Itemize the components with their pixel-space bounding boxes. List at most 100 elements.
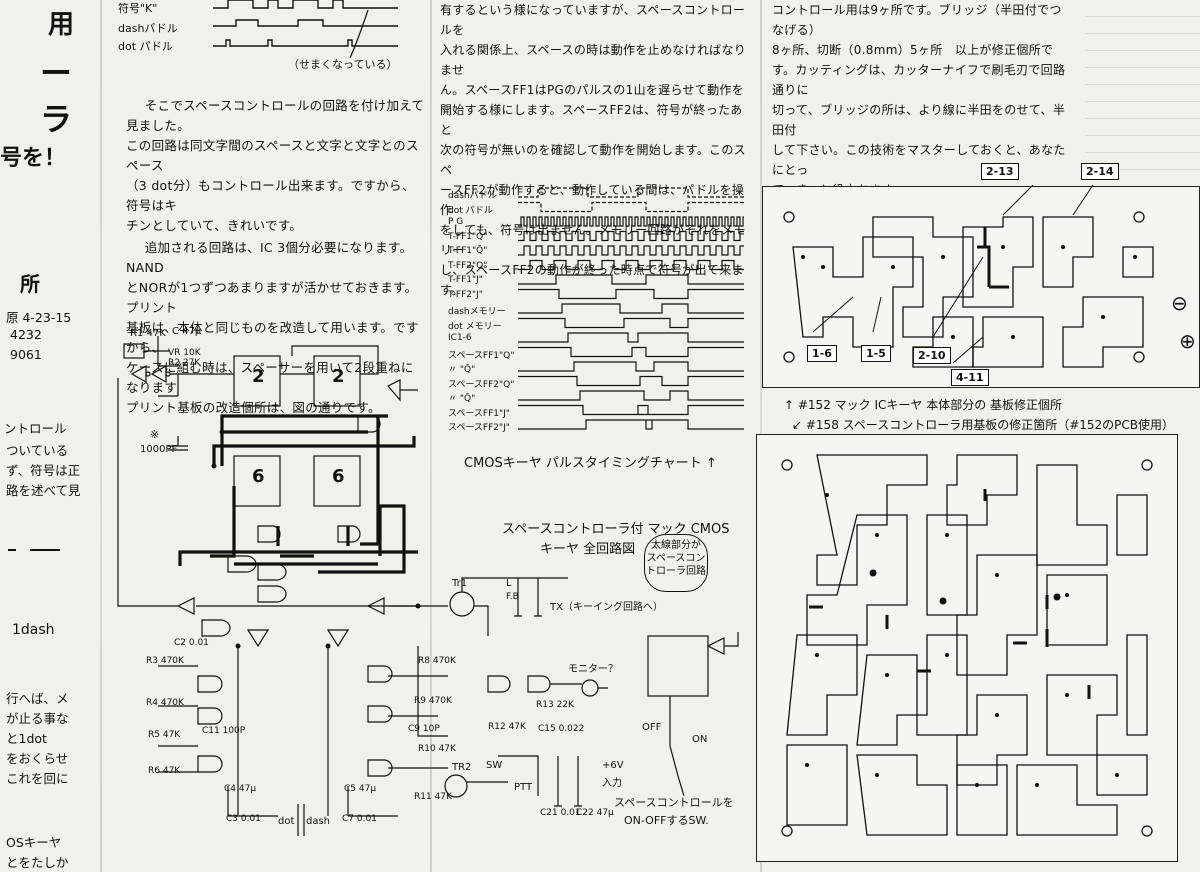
timing-signal-label: dashパドル <box>448 191 497 201</box>
component-label: 1000PF <box>140 444 178 455</box>
timing-row-label: dashパドル <box>118 22 178 35</box>
mod-tag-1-6: 1-6 <box>807 345 837 362</box>
pcb-bottom-traces <box>781 454 1153 837</box>
timing-waveform <box>518 230 744 242</box>
switch-label: ON <box>692 734 708 745</box>
ic-number: 2 <box>252 366 265 387</box>
legend-bubble: 太線部分が スペースコン トローラ回路 <box>644 534 708 592</box>
timing-waveform <box>518 332 744 343</box>
text-fragment: OSキーヤ <box>6 835 62 850</box>
timing-signal-label: 〃 "Q̄" <box>448 394 476 404</box>
bleed-through-text <box>1085 0 1200 190</box>
keying-timing-sketch: 符号"K" dashパドル dot パドル （せまくなっている） <box>118 0 418 80</box>
article-column-3: コントロール用は9ヶ所です。ブリッジ（半田付でつなげる） 8ヶ所、切断（0.8m… <box>772 0 1072 200</box>
component-label: ※ <box>150 428 160 441</box>
timing-signal-label: P G <box>448 217 464 227</box>
component-label: TR2 <box>452 762 472 773</box>
mod-tag-1-5: 1-5 <box>861 345 891 362</box>
component-label: R11 47K <box>414 792 452 802</box>
ic-number: 2 <box>332 366 345 387</box>
component-label: R10 47K <box>418 744 456 754</box>
text-fragment: 行へば、メ <box>6 691 69 706</box>
component-label: C22 47μ <box>576 808 614 818</box>
component-label: PTT <box>514 782 533 793</box>
ic-number: 6 <box>252 466 265 487</box>
plus-terminal-icon: ⊕ <box>1179 329 1196 353</box>
schematic-wiring <box>117 336 739 836</box>
timing-signal-label: スペースFF1"J" <box>448 408 510 419</box>
timing-waveform <box>518 404 744 416</box>
component-label: C 47μ <box>172 326 202 337</box>
text-fragment: ントロール <box>4 421 67 436</box>
component-label: TX（キーイング回路へ） <box>550 602 663 613</box>
schematic-title: キーヤ 全回路図 <box>540 542 636 557</box>
timing-signal-label: IC1-6 <box>448 333 472 343</box>
paddle-label: dash <box>306 816 331 827</box>
component-label: C11 100P <box>202 726 246 736</box>
timing-row-label: 符号"K" <box>118 2 158 15</box>
component-label: R12 47K <box>488 722 526 732</box>
timing-waveform <box>518 288 744 300</box>
fold-line <box>430 0 432 872</box>
text-fragment: 路を述べて見 <box>6 483 81 498</box>
component-label: R6 47K <box>148 766 181 776</box>
pcb-space-controller-board <box>756 434 1178 862</box>
minus-terminal-icon: ⊖ <box>1171 291 1188 315</box>
component-label: F.B <box>506 592 519 602</box>
mod-tag-2-14: 2-14 <box>1081 163 1119 180</box>
timing-signal-label: dot パドル <box>448 205 493 216</box>
dot-dash-sample <box>8 549 60 551</box>
timing-signal-label: T-FF2"J" <box>448 289 483 300</box>
text-fragment: をおくらせ <box>6 751 69 766</box>
monitor-label: モニター？ <box>568 664 618 675</box>
mod-tag-4-11: 4-11 <box>951 369 989 386</box>
timing-signal-label: 〃 "Q̄" <box>448 365 476 375</box>
fold-line <box>100 0 102 872</box>
timing-waveform <box>518 201 744 213</box>
left-column-fragment: 用 ーラ 号を！ 所 原 4-23-15 4232 9061 ントロール ついて… <box>0 0 100 872</box>
text-fragment: と1dot <box>6 731 47 746</box>
timing-waveform <box>518 274 744 285</box>
component-label: SW <box>486 760 503 771</box>
timing-signal-label: スペースFF1"Q" <box>448 350 515 361</box>
timing-signal-label: dot メモリー <box>448 321 502 332</box>
text-fragment: ついている <box>6 443 69 458</box>
timing-signal-label: T-FF2"Q" <box>448 260 488 271</box>
timing-waveform <box>518 259 744 271</box>
switch-note: スペースコントロールを <box>614 796 734 809</box>
component-label: R8 470K <box>418 656 456 666</box>
component-label: C9 10P <box>408 724 440 734</box>
component-label: C21 0.01 <box>540 808 581 818</box>
timing-waveform <box>518 245 744 256</box>
mod-tag-2-13: 2-13 <box>981 163 1019 180</box>
timing-waveform <box>518 216 744 227</box>
text-fragment: とをたしか <box>6 855 69 870</box>
text-fragment: 1dash <box>12 622 55 638</box>
text-fragment: これを回に <box>6 771 69 786</box>
timing-waveform <box>518 419 744 430</box>
heading-fragment: 号を！ <box>0 146 67 171</box>
timing-chart-waveforms <box>518 187 744 430</box>
component-label: C3 0.01 <box>226 814 261 824</box>
timing-waveform <box>518 375 744 387</box>
switch-note: ON-OFFするSW. <box>624 814 709 827</box>
pcb-top-board: 2-13 2-14 1-6 1-5 2-10 4-11 ⊖ ⊕ <box>762 163 1200 388</box>
component-label: VR 10K <box>168 348 201 358</box>
ic-number: 6 <box>332 466 345 487</box>
address-line: 4232 <box>10 327 42 342</box>
component-label: R5 47K <box>148 730 181 740</box>
address-line: 原 4-23-15 <box>6 310 72 325</box>
timing-waveforms <box>213 0 398 59</box>
timing-signal-label: スペースFF2"J" <box>448 423 510 433</box>
pcb-caption-152: ↑ #152 マック ICキーヤ 本体部分の 基板修正個所 <box>784 398 1063 412</box>
component-label: R13 22K <box>536 700 574 710</box>
address-line: 9061 <box>10 347 42 362</box>
component-label: C4 47μ <box>224 784 257 794</box>
component-label: +6V <box>602 760 624 771</box>
timing-signal-label: T-FF1"Q̄" <box>448 246 488 256</box>
timing-chart-caption: CMOSキーヤ パルスタイミングチャート ↑ <box>464 456 717 471</box>
text-fragment: が止る事な <box>6 711 69 726</box>
schematic-title: スペースコントローラ付 マック CMOS <box>502 522 730 537</box>
timing-waveform <box>518 361 744 372</box>
component-label: R3 470K <box>146 656 184 666</box>
